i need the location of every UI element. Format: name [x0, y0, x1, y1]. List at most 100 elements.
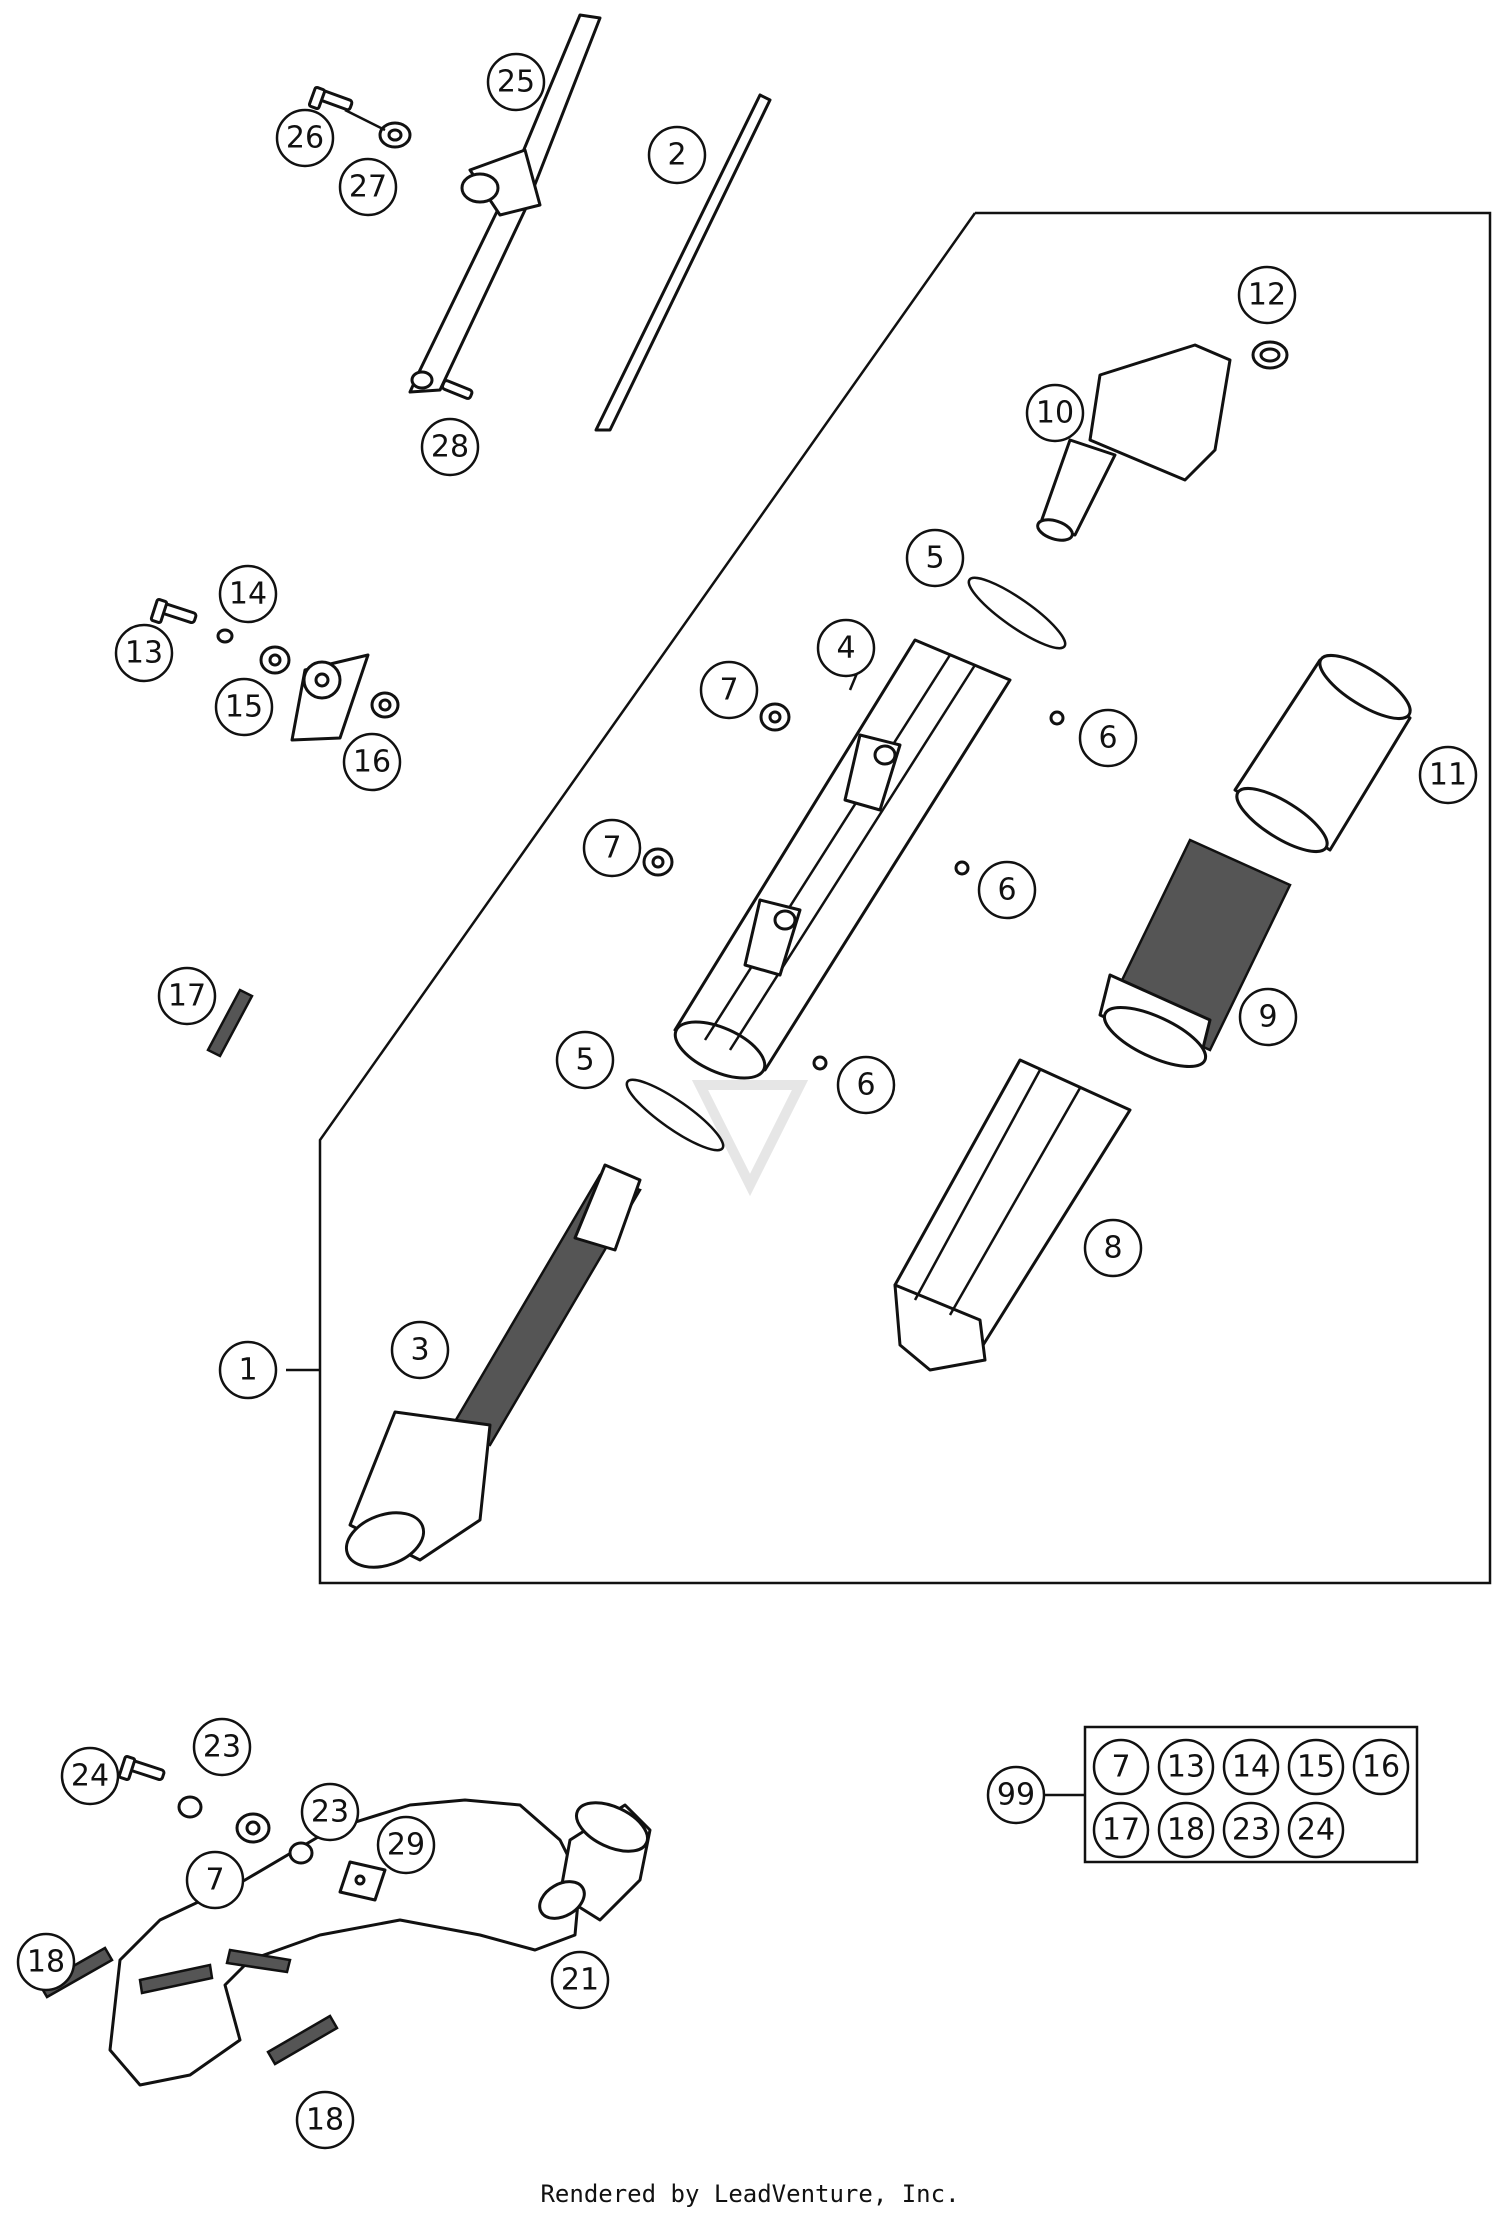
callout-6-c: 6 [836, 1055, 896, 1115]
svg-text:26: 26 [286, 121, 324, 156]
washer-23-a-part [177, 1795, 203, 1819]
callout-3: 3 [390, 1320, 450, 1380]
svg-text:16: 16 [353, 745, 391, 780]
kit-contents-box [1083, 1725, 1419, 1864]
svg-text:13: 13 [1167, 1750, 1205, 1785]
svg-text:7: 7 [602, 831, 621, 866]
bracket-29-part [338, 1860, 387, 1902]
callout-15: 15 [214, 677, 274, 737]
kit-item-15: 15 [1287, 1738, 1345, 1796]
callout-6-a: 6 [1078, 708, 1138, 768]
bolt-26-part [307, 85, 354, 112]
callout-2: 2 [647, 125, 707, 185]
svg-text:24: 24 [71, 1759, 109, 1794]
header-pipe-21-part [108, 1798, 652, 2087]
svg-text:10: 10 [1036, 396, 1074, 431]
svg-text:9: 9 [1258, 1000, 1277, 1035]
svg-text:27: 27 [349, 170, 387, 205]
svg-text:6: 6 [997, 873, 1016, 908]
callout-21: 21 [550, 1950, 610, 2010]
callout-1: 1 [218, 1340, 278, 1400]
packing-sleeve-11-part [1233, 653, 1412, 854]
watermark-logo [691, 1080, 809, 1197]
callout-25: 25 [486, 52, 546, 112]
svg-text:15: 15 [1297, 1750, 1335, 1785]
kit-item-17: 17 [1092, 1801, 1150, 1859]
callout-13: 13 [114, 623, 174, 683]
svg-text:7: 7 [719, 673, 738, 708]
render-credit: Rendered by LeadVenture, Inc. [540, 2180, 960, 2208]
kit-item-24: 24 [1287, 1801, 1345, 1859]
kit-callout-99: 99 [986, 1765, 1046, 1825]
svg-text:23: 23 [311, 1795, 349, 1830]
svg-text:2: 2 [667, 138, 686, 173]
svg-text:7: 7 [1111, 1750, 1130, 1785]
rubber-mount-7-lower-pipe-part [235, 1812, 271, 1844]
svg-text:14: 14 [229, 577, 267, 612]
svg-text:5: 5 [925, 541, 944, 576]
callout-23-lower: 23 [300, 1782, 360, 1842]
svg-text:7: 7 [205, 1863, 224, 1898]
svg-text:23: 23 [203, 1730, 241, 1765]
svg-text:5: 5 [575, 1043, 594, 1078]
callout-9: 9 [1238, 987, 1298, 1047]
svg-text:8: 8 [1103, 1231, 1122, 1266]
svg-text:99: 99 [997, 1778, 1035, 1813]
bolt-13-part [149, 598, 198, 625]
callout-11: 11 [1418, 745, 1478, 805]
clamp-plate-part [290, 653, 370, 742]
o-ring-5-upper-part [967, 576, 1067, 650]
callout-14: 14 [218, 564, 278, 624]
assembly-frame [318, 211, 1492, 1585]
spring-17-part [206, 988, 254, 1058]
svg-text:4: 4 [836, 631, 855, 666]
callout-7-mid: 7 [582, 818, 642, 878]
callout-12: 12 [1237, 265, 1297, 325]
callout-23-upper: 23 [192, 1717, 252, 1777]
svg-text:18: 18 [27, 1945, 65, 1980]
svg-text:29: 29 [387, 1828, 425, 1863]
callout-7-lower: 7 [185, 1850, 245, 1910]
screw-28-part [440, 379, 474, 400]
callout-17: 17 [157, 966, 217, 1026]
svg-text:18: 18 [306, 2103, 344, 2138]
svg-text:23: 23 [1232, 1813, 1270, 1848]
o-ring-5-lower-part [625, 1078, 725, 1152]
svg-text:16: 16 [1362, 1750, 1400, 1785]
callout-27: 27 [338, 157, 398, 217]
svg-text:12: 12 [1248, 278, 1286, 313]
svg-text:17: 17 [168, 979, 206, 1014]
svg-text:21: 21 [561, 1963, 599, 1998]
nut-16-part [370, 691, 400, 719]
spring-18-bottom-part [266, 2014, 339, 2066]
grommet-15-part [259, 645, 291, 675]
svg-text:3: 3 [410, 1333, 429, 1368]
callout-16: 16 [342, 732, 402, 792]
inlet-cone-3-part [344, 1163, 642, 1569]
washer-23-b-part [288, 1841, 314, 1865]
svg-text:6: 6 [1098, 721, 1117, 756]
outer-tube-4-part [673, 638, 1012, 1080]
rubber-mount-7-upper-part [759, 702, 791, 732]
kit-item-23: 23 [1222, 1801, 1280, 1859]
clamp-12-part [1251, 340, 1289, 370]
kit-item-13: 13 [1157, 1738, 1215, 1796]
callout-8: 8 [1083, 1218, 1143, 1278]
washer-14-part [216, 628, 234, 644]
perforated-insert-9-part [1098, 838, 1292, 1068]
svg-text:25: 25 [497, 65, 535, 100]
svg-text:1: 1 [238, 1353, 257, 1388]
callout-10: 10 [1025, 383, 1085, 443]
bolt-24-part [117, 1755, 166, 1782]
callout-6-b: 6 [977, 860, 1037, 920]
screw-6-c-part [812, 1055, 828, 1071]
callout-24: 24 [60, 1746, 120, 1806]
callout-28: 28 [420, 417, 480, 477]
svg-text:28: 28 [431, 430, 469, 465]
svg-text:15: 15 [225, 690, 263, 725]
bracket-25-part [408, 13, 602, 394]
svg-text:11: 11 [1429, 758, 1467, 793]
svg-text:18: 18 [1167, 1813, 1205, 1848]
callout-26: 26 [275, 108, 335, 168]
